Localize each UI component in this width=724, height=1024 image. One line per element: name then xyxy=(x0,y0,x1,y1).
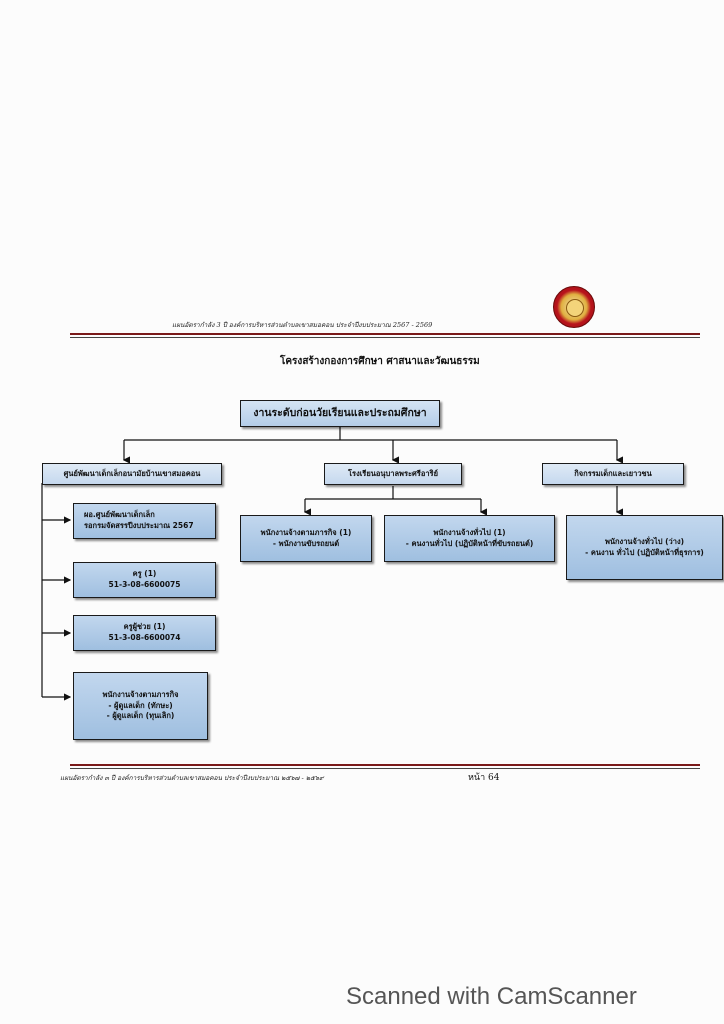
position-title: พนักงานจ้างทั่วไป (1) xyxy=(433,527,506,537)
position-title: ครูผู้ช่วย (1) xyxy=(123,622,166,632)
position-detail: - พนักงานขับรถยนต์ xyxy=(272,538,340,548)
footer-text: แผนอัตรากำลัง ๓ ปี องค์การบริหารส่วนตำบล… xyxy=(60,774,324,782)
org-top-box: งานระดับก่อนวัยเรียนและประถมศึกษา xyxy=(240,400,440,427)
position-detail: รอกรมจัดสรรปีงบประมาณ 2567 xyxy=(84,521,194,530)
position-title: ครู (1) xyxy=(132,569,157,579)
branch-child-center-label: ศูนย์พัฒนาเด็กเล็กอนามัยบ้านเขาสมอคอน xyxy=(63,468,201,478)
position-title: พนักงานจ้างทั่วไป (ว่าง) xyxy=(604,536,685,546)
position-box-mission-staff: พนักงานจ้างตามภารกิจ - ผู้ดูแลเด็ก (ทักษ… xyxy=(73,672,208,740)
page-number: หน้า 64 xyxy=(468,773,500,783)
position-number: 51-3-08-6600074 xyxy=(108,633,181,642)
position-detail: - ผู้ดูแลเด็ก (ทุนเลิก) xyxy=(106,711,175,721)
position-title: พนักงานจ้างตามภารกิจ (1) xyxy=(260,527,352,537)
branch-kindergarten-box: โรงเรียนอนุบาลพระศรีอาริย์ xyxy=(324,463,462,485)
position-detail: - คนงานทั่วไป (ปฏิบัติหน้าที่ขับรถยนต์) xyxy=(405,538,534,548)
branch-youth-activities-label: กิจกรรมเด็กและเยาวชน xyxy=(574,468,652,478)
position-box-general-clerk: พนักงานจ้างทั่วไป (ว่าง) - คนงาน ทั่วไป … xyxy=(566,515,723,580)
position-box-director: ผอ.ศูนย์พัฒนาเด็กเล็ก รอกรมจัดสรรปีงบประ… xyxy=(73,503,216,539)
position-detail: - คนงาน ทั่วไป (ปฏิบัติหน้าที่ธุรการ) xyxy=(585,547,704,557)
position-title: ผอ.ศูนย์พัฒนาเด็กเล็ก xyxy=(84,510,155,520)
header-rule-thin xyxy=(70,337,700,338)
header-rule xyxy=(70,333,700,335)
position-detail: - ผู้ดูแลเด็ก (ทักษะ) xyxy=(108,700,173,710)
page-title: โครงสร้างกองการศึกษา ศาสนาและวัฒนธรรม xyxy=(280,356,480,367)
position-box-general-worker: พนักงานจ้างทั่วไป (1) - คนงานทั่วไป (ปฏิ… xyxy=(384,515,555,562)
position-box-assistant-teacher: ครูผู้ช่วย (1) 51-3-08-6600074 xyxy=(73,615,216,651)
scanner-watermark: Scanned with CamScanner xyxy=(346,983,637,1010)
position-box-teacher: ครู (1) 51-3-08-6600075 xyxy=(73,562,216,598)
branch-kindergarten-label: โรงเรียนอนุบาลพระศรีอาริย์ xyxy=(348,468,438,478)
position-number: 51-3-08-6600075 xyxy=(108,580,181,589)
position-title: พนักงานจ้างตามภารกิจ xyxy=(102,689,179,699)
branch-child-center-box: ศูนย์พัฒนาเด็กเล็กอนามัยบ้านเขาสมอคอน xyxy=(42,463,222,485)
footer-rule xyxy=(70,764,700,766)
header-text: แผนอัตรากำลัง 3 ปี องค์การบริหารส่วนตำบล… xyxy=(172,321,433,329)
footer-rule-thin xyxy=(70,768,700,769)
emblem-seal-icon xyxy=(553,286,595,328)
branch-youth-activities-box: กิจกรรมเด็กและเยาวชน xyxy=(542,463,684,485)
org-top-label: งานระดับก่อนวัยเรียนและประถมศึกษา xyxy=(253,406,427,419)
position-box-driver: พนักงานจ้างตามภารกิจ (1) - พนักงานขับรถย… xyxy=(240,515,372,562)
